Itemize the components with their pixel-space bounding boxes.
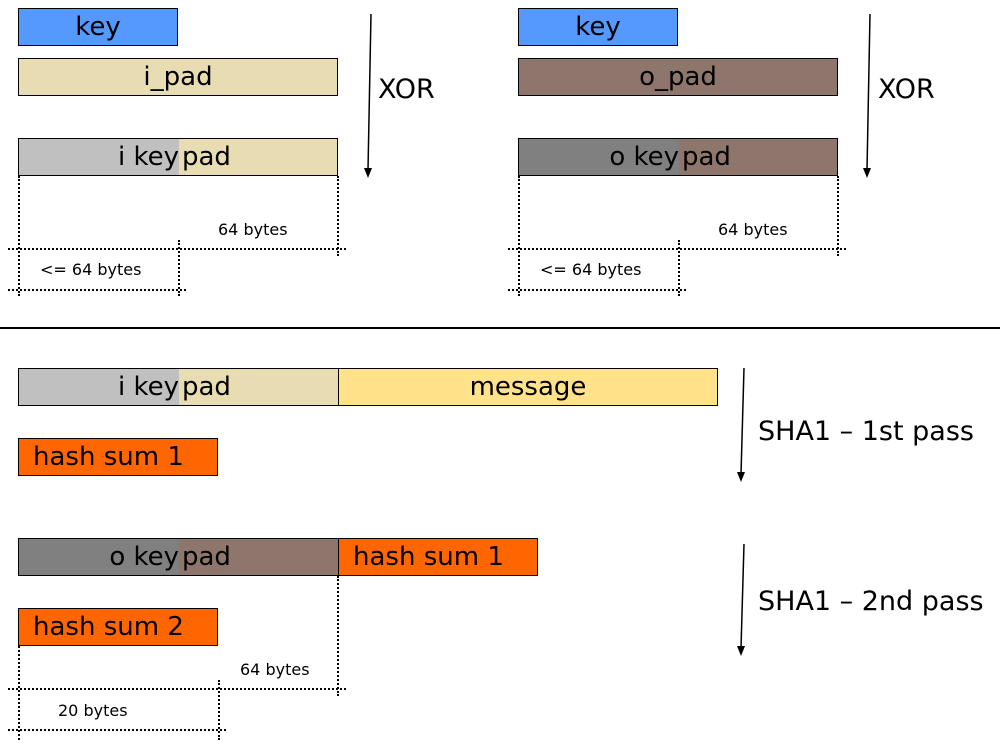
ikey-segment: i key xyxy=(19,139,179,175)
sha1-pass2-label: SHA1 – 2nd pass xyxy=(758,586,984,617)
dim-line xyxy=(8,729,226,731)
okeypad-box-pass2: o key pad xyxy=(18,538,339,576)
ipad-label: i_pad xyxy=(143,62,213,92)
okey-segment: o key xyxy=(519,139,679,175)
xor-label-outer: XOR xyxy=(878,74,935,105)
hash-sum-1-label: hash sum 1 xyxy=(33,442,184,472)
down-arrow-icon xyxy=(367,13,372,171)
key-box-outer: key xyxy=(518,8,678,46)
ikeypad-box: i key pad xyxy=(18,138,338,176)
size-label-64-inner: 64 bytes xyxy=(218,220,288,239)
okey-label: o key xyxy=(609,142,679,172)
key-label: key xyxy=(75,12,121,42)
down-arrow-icon xyxy=(740,367,745,475)
opad-label: o_pad xyxy=(639,62,717,92)
ipad-segment: pad xyxy=(179,369,338,405)
dim-line xyxy=(18,176,20,296)
hash-sum-1-label: hash sum 1 xyxy=(353,542,504,572)
key-label: key xyxy=(575,12,621,42)
ikey-label: i key xyxy=(117,142,179,172)
ikeypad-box-pass1: i key pad xyxy=(18,368,339,406)
arrow-head-icon xyxy=(737,646,745,656)
opad-segment: pad xyxy=(679,139,837,175)
dim-line xyxy=(218,680,220,740)
dim-line xyxy=(8,289,186,291)
dim-line xyxy=(508,248,846,250)
size-label-key-outer: <= 64 bytes xyxy=(540,260,642,279)
hash-sum-1-box: hash sum 1 xyxy=(18,438,218,476)
opad-box: o_pad xyxy=(518,58,838,96)
dim-line xyxy=(8,688,346,690)
ikey-segment: i key xyxy=(19,369,179,405)
dim-line xyxy=(18,646,20,740)
pad-label: pad xyxy=(182,542,231,572)
arrow-head-icon xyxy=(737,472,745,482)
message-box: message xyxy=(338,368,718,406)
pad-label: pad xyxy=(682,142,731,172)
dim-line xyxy=(337,176,339,256)
arrow-head-icon xyxy=(364,168,372,178)
okey-label: o key xyxy=(109,542,179,572)
size-label-key-inner: <= 64 bytes xyxy=(40,260,142,279)
pad-label: pad xyxy=(182,372,231,402)
arrow-head-icon xyxy=(863,168,871,178)
dim-line xyxy=(337,576,339,696)
down-arrow-icon xyxy=(866,13,871,171)
ipad-segment: pad xyxy=(179,139,337,175)
size-label-20-pass2: 20 bytes xyxy=(58,701,128,720)
hash-sum-2-label: hash sum 2 xyxy=(33,612,184,642)
pad-label: pad xyxy=(182,142,231,172)
dim-line xyxy=(508,289,686,291)
section-divider xyxy=(0,327,1000,329)
dim-line xyxy=(178,240,180,296)
ipad-box: i_pad xyxy=(18,58,338,96)
hash-sum-1-input-box: hash sum 1 xyxy=(338,538,538,576)
dim-line xyxy=(518,176,520,296)
okeypad-box: o key pad xyxy=(518,138,838,176)
down-arrow-icon xyxy=(740,543,745,649)
dim-line xyxy=(837,176,839,256)
okey-segment: o key xyxy=(19,539,179,575)
dim-line xyxy=(8,248,346,250)
hash-sum-2-box: hash sum 2 xyxy=(18,608,218,646)
size-label-64-outer: 64 bytes xyxy=(718,220,788,239)
key-box-inner: key xyxy=(18,8,178,46)
dim-line xyxy=(678,240,680,296)
size-label-64-pass2: 64 bytes xyxy=(240,660,310,679)
sha1-pass1-label: SHA1 – 1st pass xyxy=(758,416,974,447)
ikey-label: i key xyxy=(117,372,179,402)
message-label: message xyxy=(469,372,587,402)
opad-segment: pad xyxy=(179,539,338,575)
xor-label-inner: XOR xyxy=(378,74,435,105)
